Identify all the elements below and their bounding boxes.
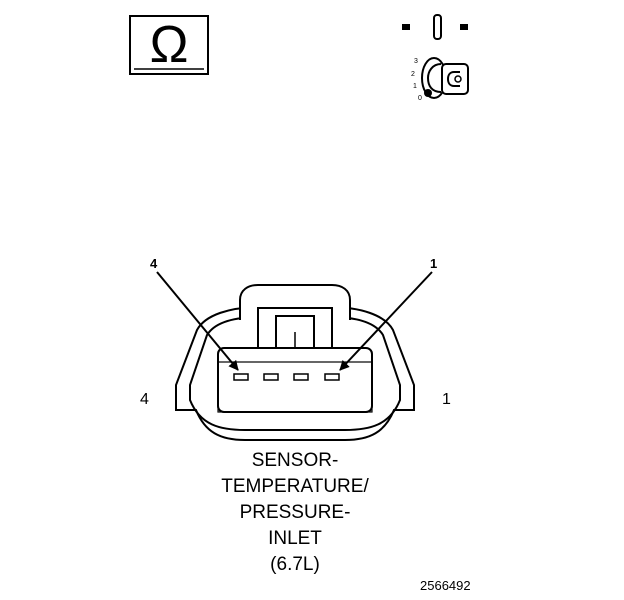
pin-3 (263, 373, 279, 381)
connector-face-icon (175, 284, 415, 441)
ignition-pos-0: 0 (418, 95, 422, 102)
ohm-symbol: Ω (150, 16, 189, 74)
caption-line-3: PRESSURE- (239, 502, 351, 523)
ignition-pos-3: 3 (414, 58, 418, 65)
ignition-pos-2: 2 (411, 71, 415, 78)
pin-2 (293, 373, 309, 381)
callout-label-4: 4 (150, 256, 158, 271)
connector-caption: SENSOR- TEMPERATURE/ PRESSURE- INLET (6.… (170, 448, 420, 578)
caption-line-2: TEMPERATURE/ (221, 476, 369, 497)
side-label-right: 1 (442, 391, 451, 408)
ignition-pos-1: 1 (413, 83, 417, 90)
figure-number: 2566492 (420, 578, 471, 593)
ignition-switch-icon: 3 2 1 0 (402, 14, 469, 102)
caption-line-1: SENSOR- (251, 450, 339, 471)
caption-line-5: (6.7L) (270, 554, 320, 575)
caption-line-4: INLET (268, 528, 322, 549)
ohm-symbol-icon: Ω (129, 15, 209, 75)
pin-1 (324, 373, 340, 381)
pin-4 (233, 373, 249, 381)
callout-label-1: 1 (430, 256, 437, 271)
callout-pin-4: 4 (150, 256, 239, 371)
side-label-left: 4 (140, 391, 149, 408)
callout-pin-1: 1 (339, 256, 437, 371)
